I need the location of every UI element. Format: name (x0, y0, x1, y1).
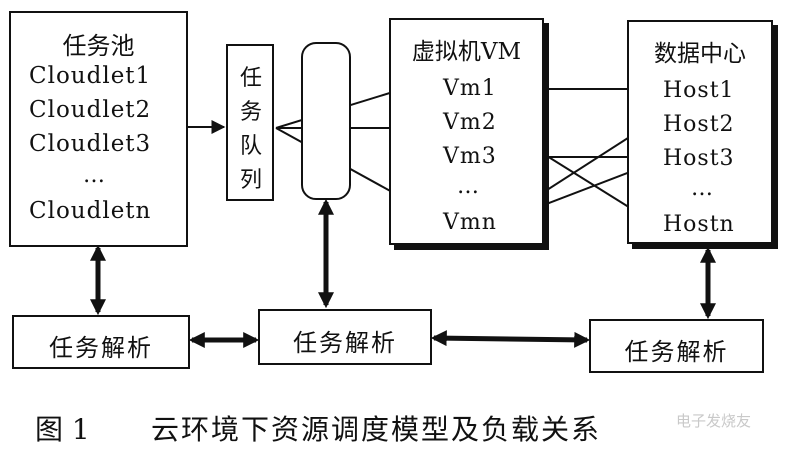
parser-label: 任务解析 (624, 338, 729, 366)
vm-item: Vm3 (443, 144, 497, 169)
cloudlet-item: Cloudlet1 (29, 63, 152, 89)
parser-box-left: 任务解析 (12, 315, 190, 369)
task-queue-char: 队 (240, 134, 263, 159)
host-ellipsis: … (691, 176, 713, 201)
task-queue-box: 任 务 队 列 (226, 44, 274, 201)
datacenter-box: 数据中心 Host1 Host2 Host3 … Hostn (627, 20, 773, 244)
host-item: Hostn (663, 212, 735, 237)
figure-number: 图 1 (35, 413, 90, 446)
task-pool-box: 任务池 Cloudlet1 Cloudlet2 Cloudlet3 … Clou… (9, 11, 188, 247)
parser-box-middle: 任务解析 (258, 309, 432, 365)
cloudlet-item: Cloudlet3 (29, 131, 152, 157)
host-item: Host1 (663, 78, 735, 103)
vm-box-title: 虚拟机VM (411, 39, 522, 65)
host-item: Host2 (663, 112, 735, 137)
task-queue-char: 列 (240, 168, 263, 193)
task-queue-char: 务 (240, 100, 263, 125)
parser-box-right: 任务解析 (589, 319, 764, 373)
vm-box: 虚拟机VM Vm1 Vm2 Vm3 … Vmn (389, 18, 544, 245)
vm-ellipsis: … (457, 174, 479, 199)
task-queue-char: 任 (240, 66, 263, 91)
cloudlet-ellipsis: … (83, 163, 105, 188)
vm-item: Vm1 (443, 76, 497, 101)
datacenter-title: 数据中心 (654, 41, 746, 67)
watermark-text: 电子发烧友 (676, 412, 752, 430)
cloudlet-item: Cloudlet2 (29, 97, 152, 123)
double-arrow-middle-right-parser (430, 330, 591, 348)
figure-caption: 云环境下资源调度模型及负载关系 (151, 413, 602, 446)
vm-item: Vm2 (443, 110, 497, 135)
parser-label: 任务解析 (293, 329, 397, 357)
cloudlet-item: Cloudletn (29, 198, 152, 224)
scheduler-capsule (301, 42, 351, 200)
task-pool-title: 任务池 (62, 32, 135, 60)
vm-item: Vmn (443, 210, 497, 235)
parser-label: 任务解析 (49, 334, 153, 362)
host-item: Host3 (663, 146, 735, 171)
